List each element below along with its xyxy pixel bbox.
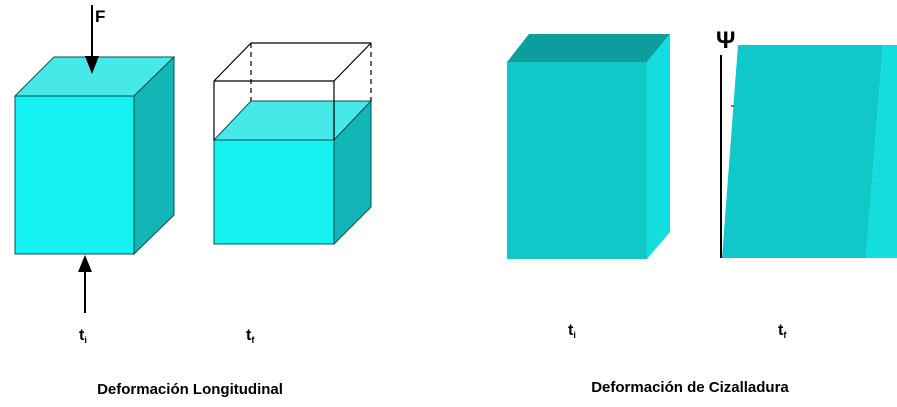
shear-initial-top <box>507 34 670 62</box>
shear-final-prism <box>722 45 897 258</box>
compressed-cube <box>212 99 373 246</box>
psi-label: Ψ <box>716 27 735 54</box>
force-arrow-up <box>78 255 92 313</box>
longitudinal-title: Deformación Longitudinal <box>97 381 283 398</box>
shear-initial-prism <box>507 34 670 259</box>
shear-initial-front <box>507 62 647 259</box>
label-t-initial-shear: ti <box>568 322 576 340</box>
shear-final-side <box>866 45 897 258</box>
label-t-final-longitudinal: tf <box>246 327 255 345</box>
shear-title: Deformación de Cizalladura <box>591 379 789 396</box>
initial-cube-front <box>14 95 135 255</box>
original-outline <box>213 42 372 140</box>
initial-cube <box>13 55 176 256</box>
force-label: F <box>95 7 105 26</box>
compressed-cube-front <box>213 139 335 245</box>
force-arrow-down <box>85 5 99 74</box>
shear-final-front <box>722 45 883 258</box>
shear-initial-side <box>647 34 670 259</box>
label-t-initial-longitudinal: ti <box>79 327 87 345</box>
label-t-final-shear: tf <box>778 322 787 340</box>
